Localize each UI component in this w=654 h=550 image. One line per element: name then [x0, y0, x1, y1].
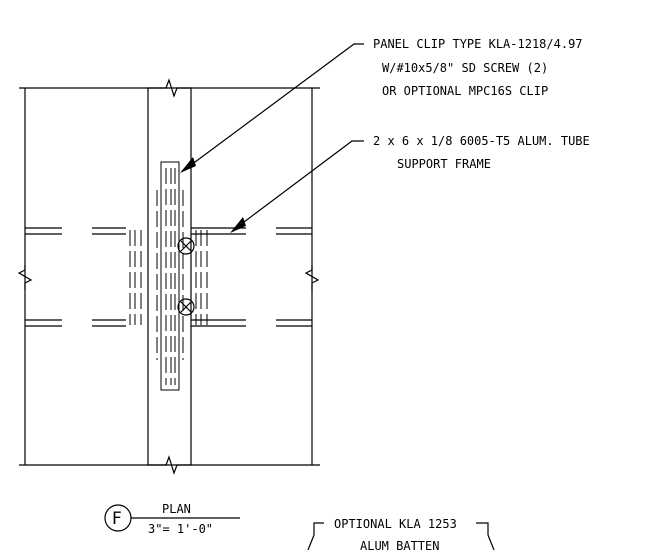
leader-support-frame — [230, 140, 364, 233]
detail-title-block: F PLAN 3"= 1'-0" — [104, 502, 240, 536]
detail-title-name: PLAN — [162, 502, 191, 516]
batten-callout: OPTIONAL KLA 1253 ALUM BATTEN — [307, 517, 495, 550]
hidden-tube-edges — [129, 230, 208, 325]
detail-title-scale: 3"= 1'-0" — [148, 522, 213, 536]
vertical-support-strip — [147, 88, 192, 465]
screw-icon — [177, 237, 195, 255]
callout-support-frame-line1: 2 x 6 x 1/8 6005-T5 ALUM. TUBE — [373, 134, 590, 148]
panel-clip — [156, 161, 184, 391]
callout-panel-clip-line3: OR OPTIONAL MPC16S CLIP — [382, 84, 548, 98]
horizontal-tube-lower — [25, 319, 312, 327]
screw-icon — [177, 298, 195, 316]
callout-support-frame-line2: SUPPORT FRAME — [397, 157, 491, 171]
horizontal-tube-upper — [25, 227, 312, 235]
callout-batten-line1: OPTIONAL KLA 1253 — [334, 517, 457, 531]
callout-batten-line2: ALUM BATTEN — [360, 539, 439, 550]
leader-panel-clip — [180, 43, 364, 173]
callout-panel-clip-line2: W/#10x5/8" SD SCREW (2) — [382, 61, 548, 75]
panel-outline — [19, 87, 320, 466]
break-line-icon — [17, 78, 320, 475]
callout-panel-clip-line1: PANEL CLIP TYPE KLA-1218/4.97 — [373, 37, 583, 51]
detail-letter: F — [112, 509, 122, 529]
